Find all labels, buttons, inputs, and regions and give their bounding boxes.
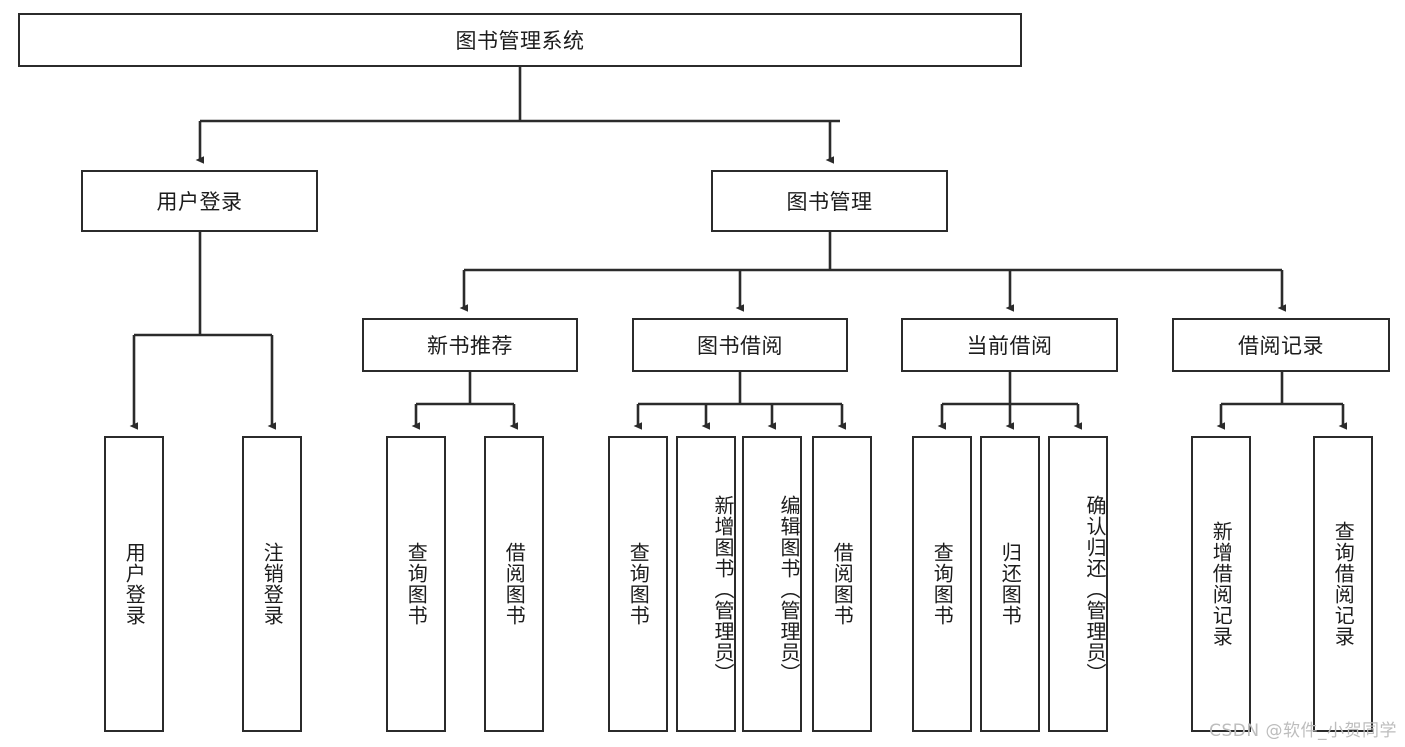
leaf-borrow-record-add-record[interactable]: 新增借阅记录 — [1191, 436, 1251, 732]
node-label: 新增借阅记录 — [1209, 521, 1234, 647]
leaf-book-borrow-add-book-admin[interactable]: 新增图书（管理员） — [676, 436, 736, 732]
node-new-book-recommendation[interactable]: 新书推荐 — [362, 318, 578, 372]
node-label: 图书管理系统 — [455, 29, 585, 53]
node-label: 编辑图书（管理员） — [777, 494, 801, 684]
node-current-borrow[interactable]: 当前借阅 — [901, 318, 1118, 372]
node-user-login[interactable]: 用户登录 — [81, 170, 318, 232]
leaf-new-book-borrow-book[interactable]: 借阅图书 — [484, 436, 544, 732]
node-label: 当前借阅 — [966, 334, 1053, 358]
node-label: 用户登录 — [156, 190, 243, 214]
leaf-current-borrow-confirm-return-admin[interactable]: 确认归还（管理员） — [1048, 436, 1108, 732]
node-label: 查询图书 — [626, 542, 651, 626]
node-book-borrow[interactable]: 图书借阅 — [632, 318, 848, 372]
node-borrow-record[interactable]: 借阅记录 — [1172, 318, 1390, 372]
node-label: 确认归还（管理员） — [1083, 494, 1107, 684]
node-label: 归还图书 — [998, 542, 1023, 626]
node-label: 注销登录 — [260, 542, 285, 626]
node-root-book-management-system[interactable]: 图书管理系统 — [18, 13, 1022, 67]
leaf-user-login-logout[interactable]: 注销登录 — [242, 436, 302, 732]
node-label: 查询借阅记录 — [1331, 521, 1356, 647]
leaf-borrow-record-query-record[interactable]: 查询借阅记录 — [1313, 436, 1373, 732]
leaf-current-borrow-return-book[interactable]: 归还图书 — [980, 436, 1040, 732]
node-label: 借阅图书 — [502, 542, 527, 626]
leaf-book-borrow-borrow-book[interactable]: 借阅图书 — [812, 436, 872, 732]
leaf-book-borrow-query-book[interactable]: 查询图书 — [608, 436, 668, 732]
leaf-book-borrow-edit-book-admin[interactable]: 编辑图书（管理员） — [742, 436, 802, 732]
node-label: 查询图书 — [930, 542, 955, 626]
node-label: 图书管理 — [786, 190, 873, 214]
leaf-current-borrow-query-book[interactable]: 查询图书 — [912, 436, 972, 732]
node-label: 用户登录 — [122, 542, 147, 626]
node-label: 查询图书 — [404, 542, 429, 626]
node-label: 借阅图书 — [830, 542, 855, 626]
node-label: 图书借阅 — [697, 334, 783, 358]
node-label: 新增图书（管理员） — [711, 494, 735, 684]
node-label: 借阅记录 — [1238, 334, 1324, 358]
leaf-new-book-query-book[interactable]: 查询图书 — [386, 436, 446, 732]
leaf-user-login-login[interactable]: 用户登录 — [104, 436, 164, 732]
node-label: 新书推荐 — [427, 334, 513, 358]
node-book-management[interactable]: 图书管理 — [711, 170, 948, 232]
